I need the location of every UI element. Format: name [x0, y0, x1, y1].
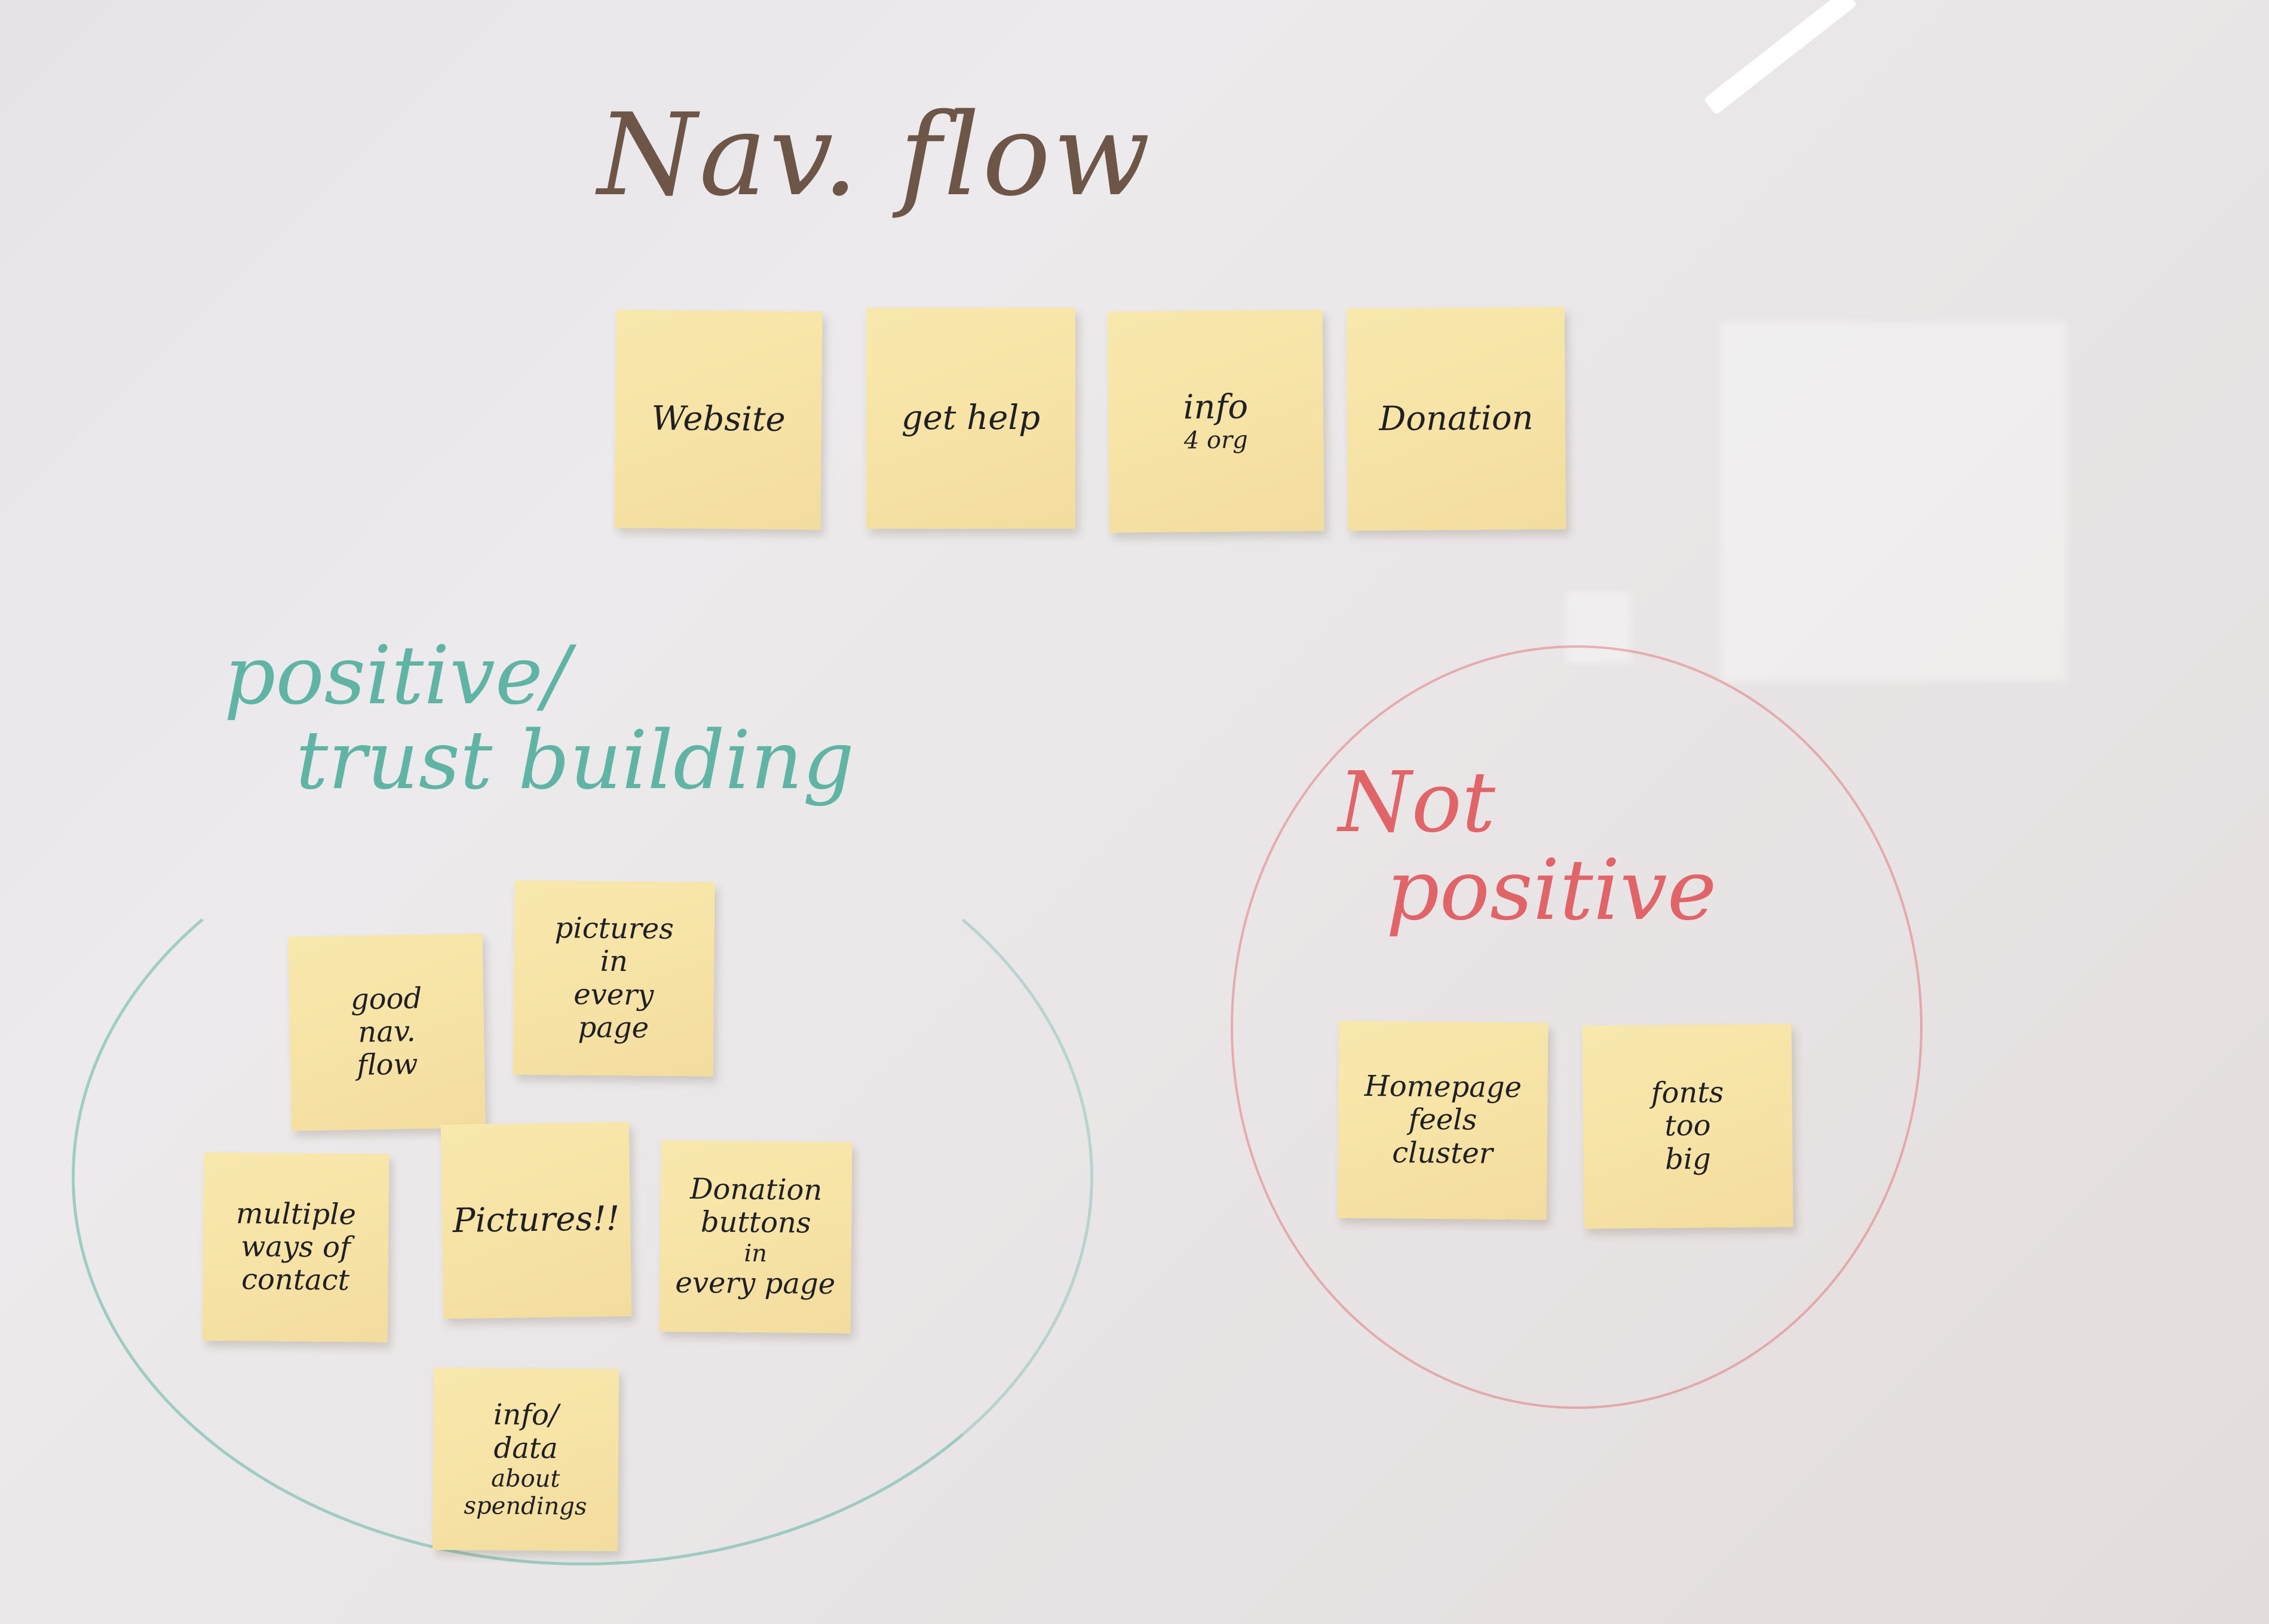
- ceiling-light-reflection: [1703, 0, 1857, 115]
- note-text: flow: [356, 1047, 418, 1082]
- note-text: page: [578, 1010, 649, 1045]
- note-text: in: [744, 1239, 768, 1267]
- sticky-note-donation[interactable]: Donation: [1346, 307, 1566, 531]
- heading-not-positive: Not positive: [1338, 759, 1717, 934]
- title-nav-flow: Nav. flow: [597, 89, 1153, 221]
- sticky-note-multiple-ways-contact[interactable]: multiple ways of contact: [202, 1152, 390, 1343]
- sticky-note-donation-buttons[interactable]: Donation buttons in every page: [659, 1140, 853, 1334]
- sticky-note-pictures-every-page[interactable]: pictures in every page: [513, 880, 715, 1077]
- note-text: every page: [675, 1266, 836, 1301]
- note-text: about spendings: [464, 1464, 587, 1521]
- note-text: big: [1664, 1142, 1712, 1176]
- heading-line: Not: [1338, 754, 1496, 851]
- note-text: multiple: [235, 1196, 357, 1231]
- note-text: fonts: [1651, 1075, 1724, 1110]
- note-text: good: [350, 981, 422, 1016]
- heading-positive-trust-building: positive/ trust building: [224, 633, 854, 803]
- heading-line: trust building: [296, 713, 854, 807]
- note-text: buttons: [700, 1205, 811, 1240]
- note-text: data: [493, 1431, 558, 1465]
- note-text: get help: [901, 398, 1041, 437]
- heading-line: positive: [1386, 842, 1717, 939]
- note-text: Donation: [689, 1172, 823, 1208]
- note-text: Website: [651, 399, 786, 440]
- note-text: info/: [493, 1398, 559, 1432]
- note-text: cluster: [1392, 1135, 1493, 1170]
- note-text: every: [574, 977, 654, 1012]
- note-text: too: [1664, 1109, 1711, 1143]
- note-text: Pictures!!: [452, 1199, 620, 1241]
- note-text: 4 org: [1183, 426, 1248, 455]
- note-text: Donation: [1379, 398, 1534, 439]
- heading-line: positive/: [224, 629, 571, 722]
- note-text: in: [600, 945, 628, 979]
- sticky-note-info-4-org[interactable]: info 4 org: [1107, 310, 1324, 533]
- note-text: info: [1183, 387, 1249, 427]
- window-reflection: [1721, 323, 2067, 681]
- note-text: ways of: [241, 1230, 351, 1264]
- note-text: Homepage: [1364, 1070, 1522, 1105]
- note-text: contact: [241, 1263, 350, 1297]
- not-positive-circle: [1231, 645, 1922, 1409]
- positive-circle: [72, 789, 1093, 1565]
- sticky-note-homepage-cluster[interactable]: Homepage feels cluster: [1337, 1021, 1549, 1220]
- sticky-note-fonts-too-big[interactable]: fonts too big: [1582, 1024, 1793, 1229]
- note-text: feels: [1408, 1102, 1477, 1137]
- note-text: pictures: [554, 911, 674, 946]
- sticky-note-pictures[interactable]: Pictures!!: [440, 1122, 632, 1319]
- sticky-note-get-help[interactable]: get help: [866, 308, 1075, 529]
- sticky-note-info-data-spendings[interactable]: info/ data about spendings: [432, 1367, 620, 1552]
- sticky-note-good-nav-flow[interactable]: good nav. flow: [288, 933, 486, 1131]
- note-text: nav.: [357, 1015, 416, 1049]
- sticky-note-website[interactable]: Website: [614, 310, 823, 530]
